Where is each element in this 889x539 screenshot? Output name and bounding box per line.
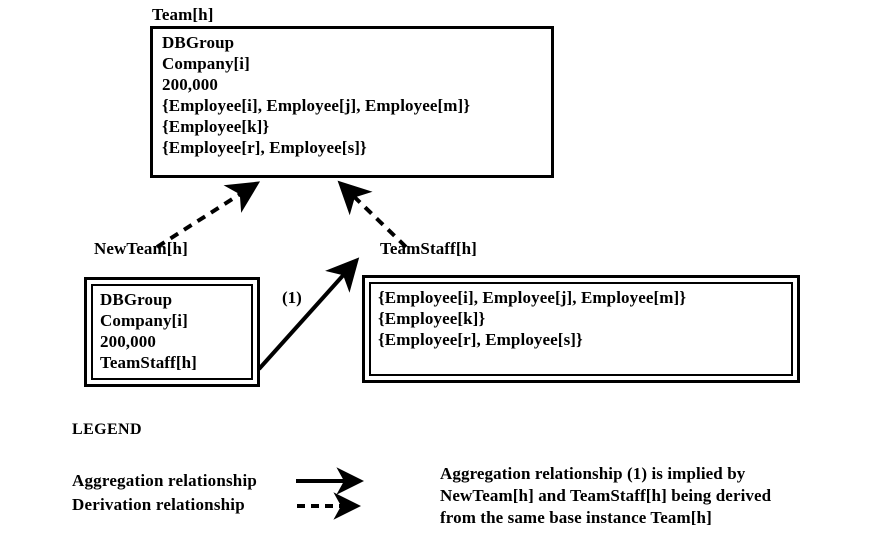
aggregation-arrow (257, 257, 360, 371)
base-entity-line-4: {Employee[i], Employee[j], Employee[m]} (162, 96, 471, 115)
derivation-arrow-newteam (155, 181, 261, 249)
derived-entity-right-line-2: {Employee[k]} (378, 309, 486, 328)
base-entity-line-2: Company[i] (162, 54, 250, 73)
legend-item-derivation-label: Derivation relationship (72, 495, 245, 514)
base-entity-line-5: {Employee[k]} (162, 117, 270, 136)
legend-title: LEGEND (72, 421, 142, 438)
derived-entity-left-line-1: DBGroup (100, 290, 173, 309)
base-entity-label: Team[h] (152, 5, 214, 24)
base-entity-line-3: 200,000 (162, 75, 218, 94)
legend-item-aggregation-label: Aggregation relationship (72, 471, 258, 490)
base-entity-line-1: DBGroup (162, 33, 235, 52)
derived-entity-right-inner: {Employee[i], Employee[j], Employee[m]} … (369, 282, 793, 376)
legend-note-line-1: Aggregation relationship (1) is implied … (440, 464, 746, 483)
derived-entity-left-inner: DBGroup Company[i] 200,000 TeamStaff[h] (91, 284, 253, 380)
derived-entity-right-label: TeamStaff[h] (380, 239, 477, 258)
derived-entity-left-content: DBGroup Company[i] 200,000 TeamStaff[h] (100, 289, 245, 373)
derived-entity-right-line-1: {Employee[i], Employee[j], Employee[m]} (378, 288, 687, 307)
derived-entity-left-line-2: Company[i] (100, 311, 188, 330)
derived-entity-left-line-3: 200,000 (100, 332, 156, 351)
derived-entity-left-box[interactable]: DBGroup Company[i] 200,000 TeamStaff[h] (84, 277, 260, 387)
base-entity-line-6: {Employee[r], Employee[s]} (162, 138, 367, 157)
legend-note: Aggregation relationship (1) is implied … (440, 463, 771, 529)
derived-entity-left-label: NewTeam[h] (94, 239, 188, 258)
legend-note-line-3: from the same base instance Team[h] (440, 508, 712, 527)
derived-entity-left-line-4: TeamStaff[h] (100, 353, 197, 372)
base-entity-box[interactable]: DBGroup Company[i] 200,000 {Employee[i],… (150, 26, 554, 178)
derived-entity-right-content: {Employee[i], Employee[j], Employee[m]} … (378, 287, 785, 350)
derivation-arrow-teamstaff (337, 180, 408, 249)
derived-entity-right-box[interactable]: {Employee[i], Employee[j], Employee[m]} … (362, 275, 800, 383)
legend-note-line-2: NewTeam[h] and TeamStaff[h] being derive… (440, 486, 772, 505)
base-entity-content: DBGroup Company[i] 200,000 {Employee[i],… (153, 29, 551, 162)
aggregation-edge-label: (1) (282, 288, 302, 307)
derived-entity-right-line-3: {Employee[r], Employee[s]} (378, 330, 583, 349)
